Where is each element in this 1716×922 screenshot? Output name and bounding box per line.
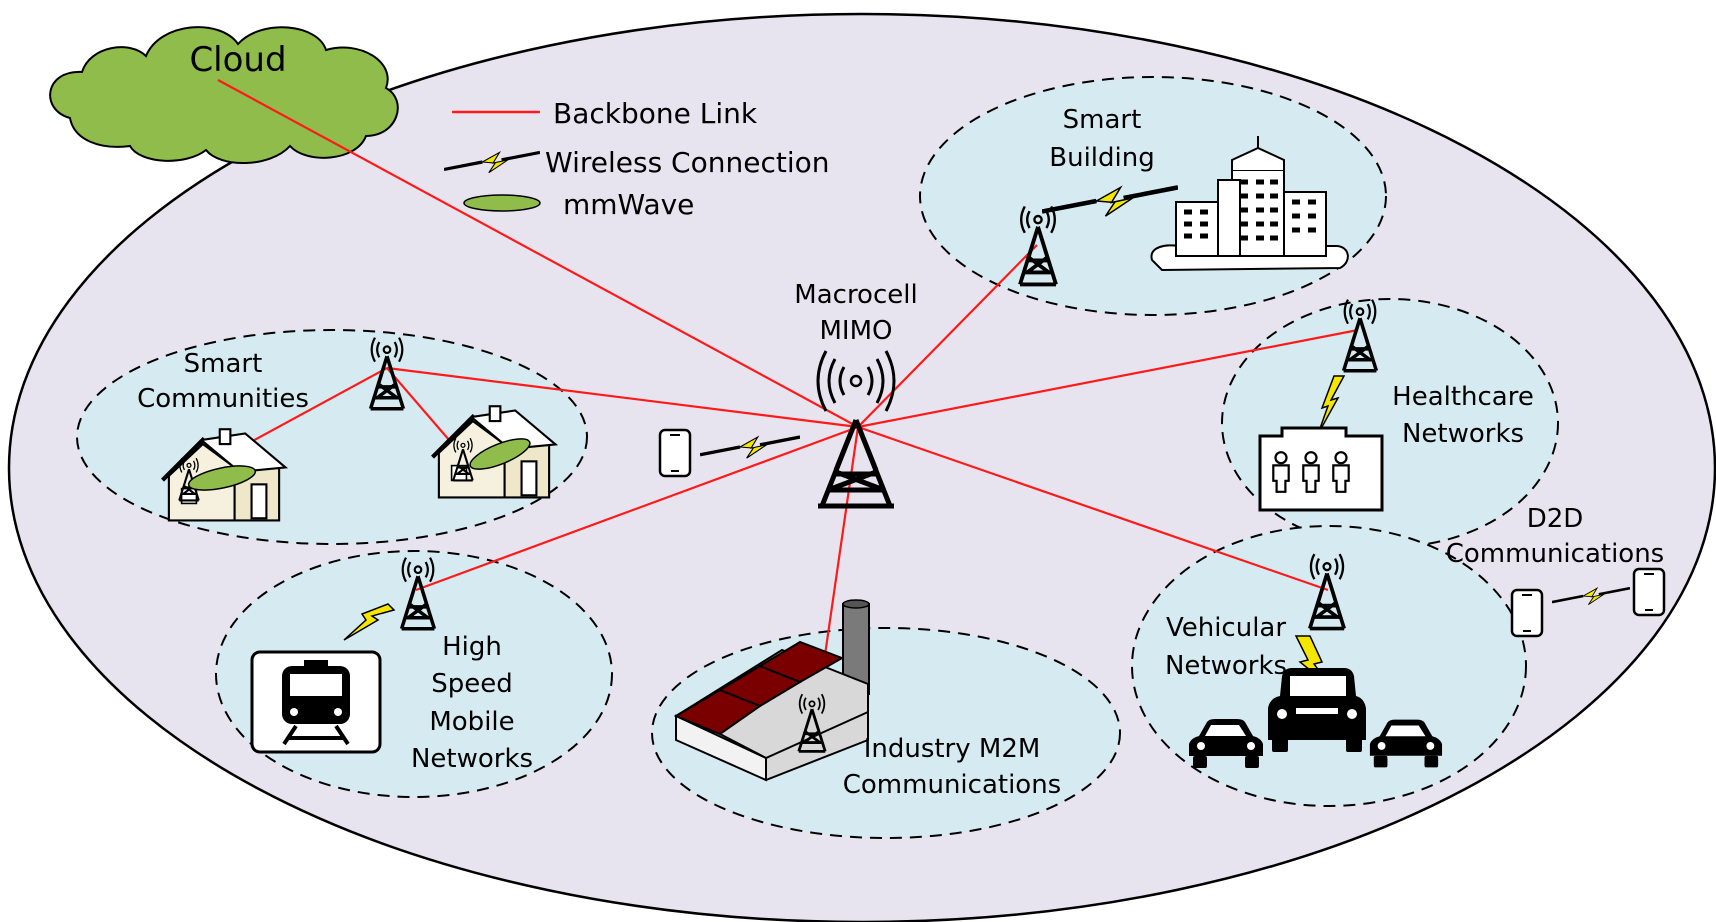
vehicular-label-line1: Vehicular (1166, 613, 1286, 643)
cloud-label: Cloud (189, 40, 286, 80)
legend-wireless-label: Wireless Connection (545, 146, 829, 179)
hospital-icon (1258, 426, 1384, 512)
house-right-mmwave-icon (469, 438, 531, 470)
high-speed-label-line3: Mobile (429, 707, 514, 737)
van-icon (1268, 668, 1366, 752)
smart-building-label-line2: Building (1049, 143, 1154, 173)
factory-icon (673, 599, 870, 782)
legend-mmwave-label: mmWave (563, 188, 694, 221)
high-speed-label-line1: High (442, 632, 502, 662)
legend-backbone-label: Backbone Link (553, 97, 758, 130)
high-speed-label-line4: Networks (411, 744, 533, 774)
macro-phone-icon (658, 428, 692, 478)
d2d-phone-left-icon (1510, 588, 1544, 638)
healthcare-label-line1: Healthcare (1392, 382, 1534, 412)
legend-mmwave-icon (463, 194, 541, 212)
house-left-mmwave-icon (187, 465, 257, 491)
cloud-icon (49, 26, 399, 165)
healthcare-label-line2: Networks (1402, 419, 1524, 449)
legend: Backbone Link Wireless Connection mmWave (444, 97, 829, 221)
smart-communities-label-line2: Communities (137, 384, 309, 414)
high-speed-label-line2: Speed (431, 669, 513, 699)
macrocell-label-line2: MIMO (820, 316, 893, 346)
smart-building-label-line1: Smart (1063, 105, 1142, 135)
macrocell-tower-icon (816, 350, 896, 509)
vehicular-label-line2: Networks (1165, 651, 1287, 681)
healthcare-wireless-icon (1317, 375, 1346, 435)
d2d-label-line2: Communications (1446, 539, 1664, 569)
industry-label-line1: Industry M2M (864, 734, 1041, 764)
building-icon (1150, 136, 1349, 272)
d2d-label-line1: D2D (1527, 504, 1584, 534)
macrocell-label-line1: Macrocell (794, 280, 917, 310)
d2d-phone-right-icon (1632, 567, 1666, 617)
high-speed-wireless-icon (343, 603, 396, 641)
industry-label-line2: Communications (843, 770, 1061, 800)
train-icon (250, 650, 382, 754)
smart-communities-label-line1: Smart (184, 349, 263, 379)
